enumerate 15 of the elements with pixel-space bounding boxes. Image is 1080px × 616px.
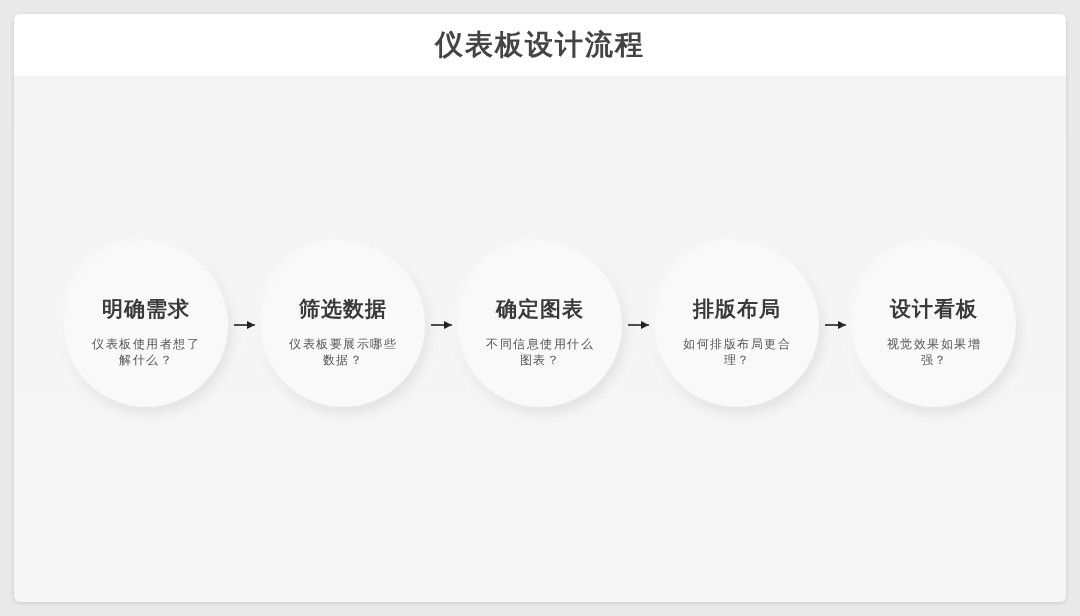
- step-question: 如何排版布局更合理？: [682, 336, 792, 368]
- step-question: 视觉效果如果增强？: [885, 336, 983, 368]
- step-question: 仪表板要展示哪些数据？: [288, 336, 398, 368]
- title: 仪表板设计流程: [435, 27, 645, 63]
- step-question: 不同信息使用什么图表？: [485, 336, 595, 368]
- step-question: 仪表板使用者想了解什么？: [91, 336, 201, 368]
- arrow: [430, 321, 453, 329]
- step-title: 排版布局: [693, 296, 781, 323]
- step-title: 明确需求: [102, 296, 190, 323]
- step-title: 确定图表: [496, 296, 584, 323]
- step-title: 筛选数据: [299, 296, 387, 323]
- arrow: [824, 321, 847, 329]
- arrow: [233, 321, 256, 329]
- arrow: [627, 321, 650, 329]
- step-title: 设计看板: [890, 296, 978, 323]
